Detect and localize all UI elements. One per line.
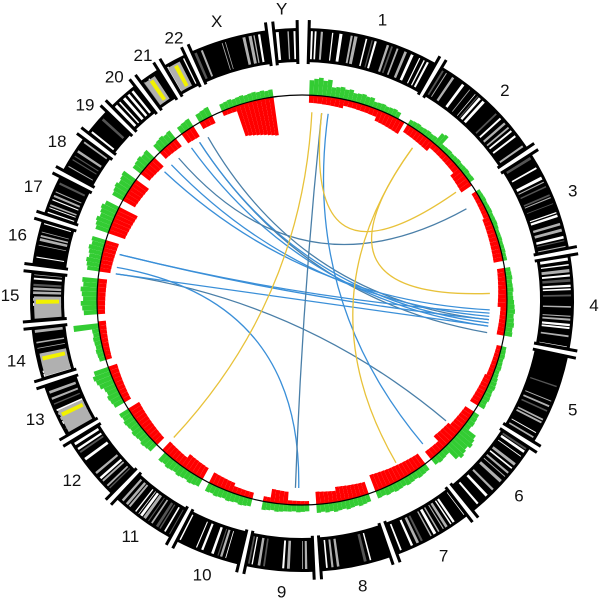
sv-link bbox=[116, 266, 300, 488]
chromosome-label-12: 12 bbox=[62, 471, 81, 490]
chromosome-label-22: 22 bbox=[165, 29, 184, 48]
chromosome-19 bbox=[80, 104, 134, 156]
chromosome-label-9: 9 bbox=[277, 582, 286, 601]
chromosome-20 bbox=[104, 78, 158, 133]
chromosome-label-7: 7 bbox=[439, 546, 448, 565]
chromosome-label-y: Y bbox=[276, 0, 287, 19]
structural-variant-links bbox=[115, 112, 490, 488]
chromosome-y bbox=[271, 20, 300, 66]
chromosome-label-15: 15 bbox=[1, 286, 20, 305]
chromosome-label-8: 8 bbox=[358, 577, 367, 596]
chromosome-label-5: 5 bbox=[568, 400, 577, 419]
copy-gain-track bbox=[73, 77, 516, 513]
chromosome-2 bbox=[422, 59, 535, 170]
chromosome-label-x: X bbox=[211, 12, 222, 31]
chromosome-ideogram-ring bbox=[22, 20, 579, 580]
chromosome-14 bbox=[23, 323, 77, 384]
chromosome-12 bbox=[62, 422, 138, 501]
chromosome-label-3: 3 bbox=[568, 182, 577, 201]
chromosome-18 bbox=[55, 132, 114, 189]
chromosome-21 bbox=[134, 61, 179, 112]
chromosome-11 bbox=[109, 471, 189, 546]
chromosome-7 bbox=[383, 486, 474, 563]
chromosome-label-2: 2 bbox=[500, 81, 509, 100]
chromosome-9 bbox=[242, 530, 316, 580]
chromosome-label-19: 19 bbox=[76, 96, 95, 115]
chromosome-label-11: 11 bbox=[122, 527, 140, 546]
chromosome-label-17: 17 bbox=[24, 177, 43, 196]
chromosome-8 bbox=[316, 522, 395, 580]
sv-link bbox=[207, 136, 490, 321]
sv-link bbox=[322, 113, 424, 445]
chromosome-22 bbox=[158, 46, 202, 98]
chromosome-1 bbox=[306, 20, 442, 96]
sv-link bbox=[115, 273, 447, 422]
chromosome-6 bbox=[449, 427, 538, 519]
sv-link bbox=[173, 112, 313, 438]
chromosome-label-6: 6 bbox=[514, 486, 523, 505]
sv-link bbox=[119, 253, 490, 314]
sv-link bbox=[371, 147, 490, 295]
chromosome-15 bbox=[22, 269, 68, 324]
chromosome-label-18: 18 bbox=[48, 132, 67, 151]
chromosome-17 bbox=[35, 171, 93, 227]
copy-loss-track bbox=[97, 95, 508, 505]
chromosome-label-16: 16 bbox=[8, 225, 27, 244]
chromosome-label-1: 1 bbox=[378, 10, 387, 29]
chromosome-4 bbox=[533, 252, 579, 353]
track-baseline-circle bbox=[96, 94, 508, 506]
chromosome-10 bbox=[171, 508, 249, 573]
chromosome-label-10: 10 bbox=[193, 565, 212, 584]
chromosome-label-21: 21 bbox=[134, 46, 153, 65]
sv-link bbox=[164, 171, 490, 311]
sv-link bbox=[178, 157, 467, 246]
sv-link bbox=[294, 112, 323, 488]
chromosome-16 bbox=[24, 216, 77, 271]
chromosome-label-14: 14 bbox=[7, 352, 26, 371]
sv-link bbox=[190, 147, 489, 327]
chromosome-label-4: 4 bbox=[589, 296, 598, 315]
sv-link bbox=[115, 273, 489, 327]
sv-link bbox=[170, 164, 490, 318]
chromosome-x bbox=[186, 22, 273, 86]
chromosome-3 bbox=[500, 148, 578, 257]
chromosome-13 bbox=[35, 373, 99, 442]
chromosome-label-13: 13 bbox=[26, 410, 45, 429]
chromosome-5 bbox=[502, 347, 577, 448]
chromosome-label-20: 20 bbox=[105, 67, 124, 86]
sv-link bbox=[318, 112, 457, 233]
